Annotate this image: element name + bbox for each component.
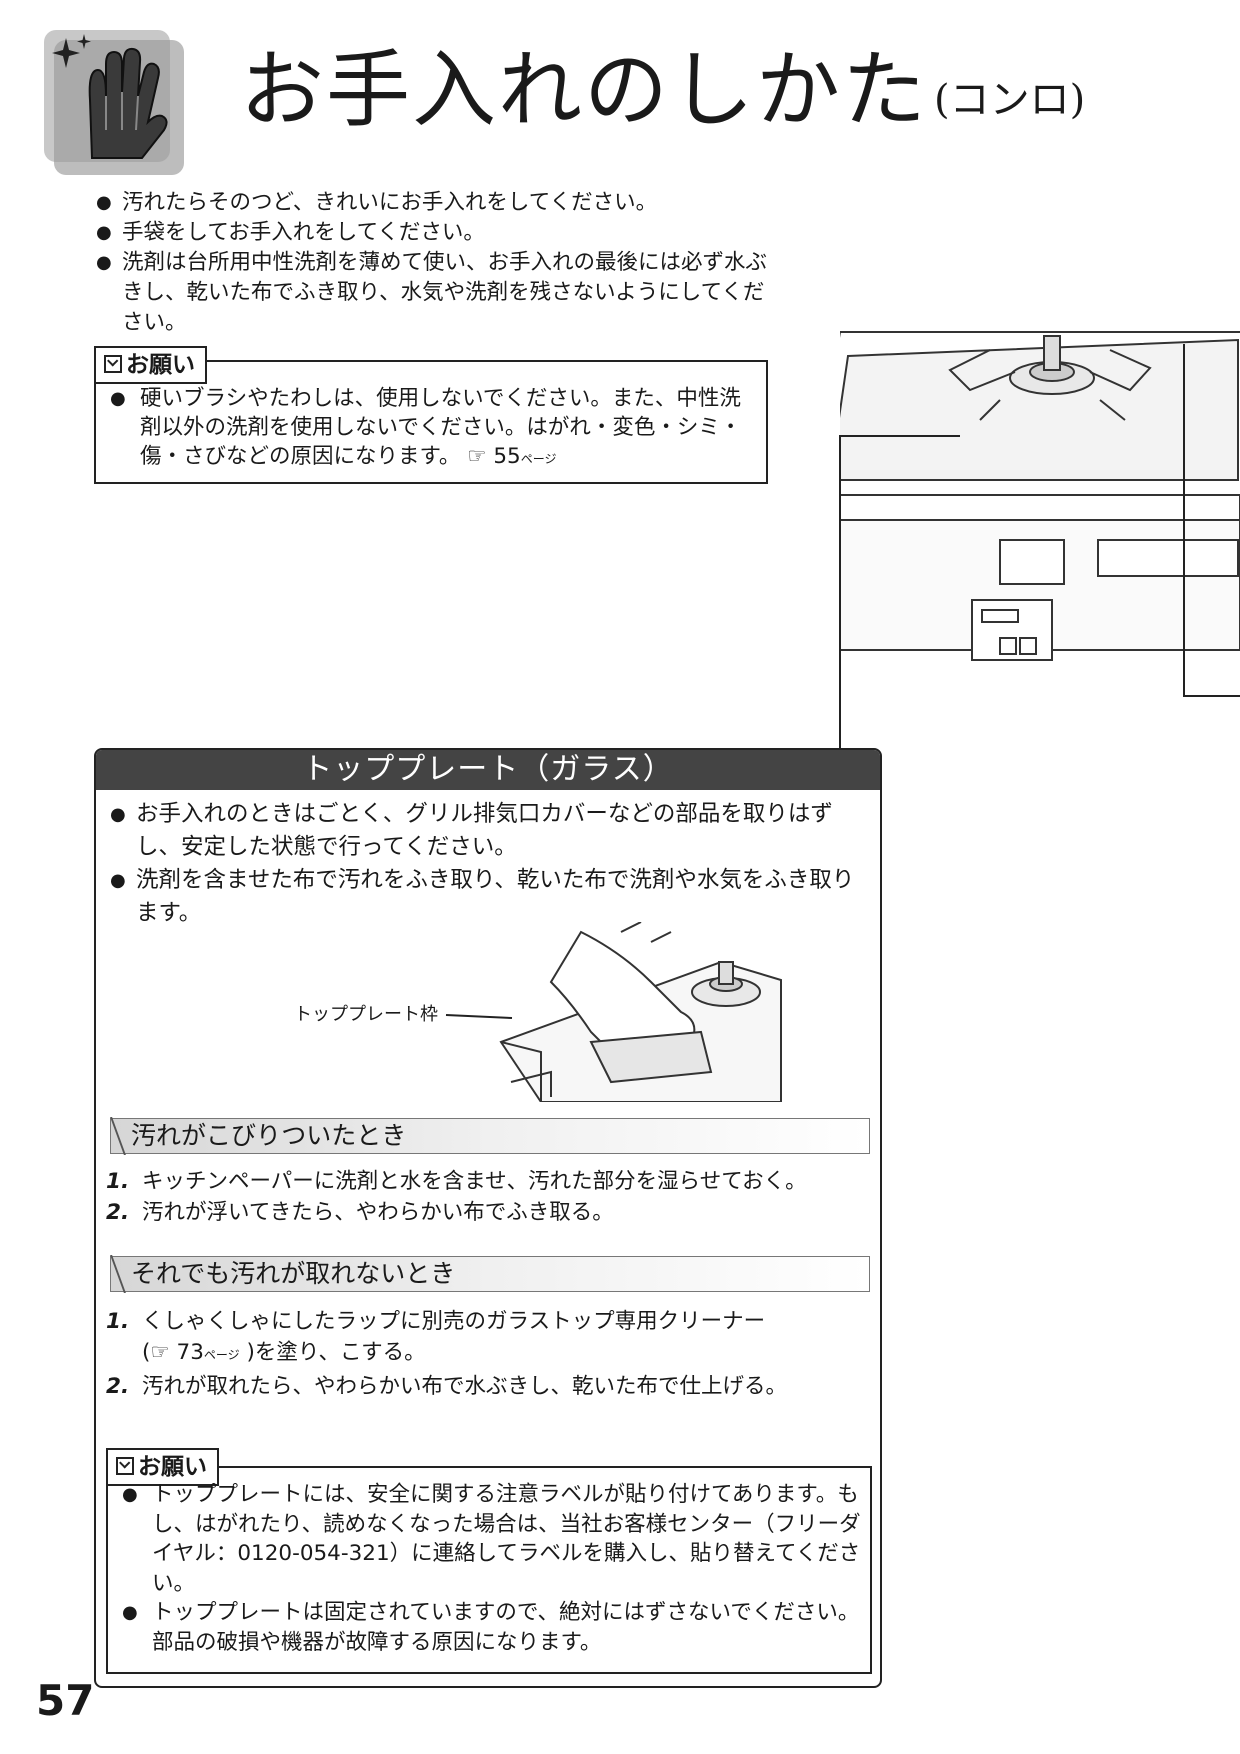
- stove-illustration: [840, 331, 1240, 661]
- page-reference: ☞ 55ページ: [467, 444, 557, 469]
- panel-bullet: お手入れのときはごとく、グリル排気口カバーなどの部品を取りはずし、安定した状態で…: [110, 798, 870, 864]
- request-text: 硬いブラシやたわしは、使用しないでください。また、中性洗剤以外の洗剤を使用しない…: [110, 384, 760, 474]
- intro-bullet: 手袋をしてお手入れをしてください。: [96, 218, 776, 248]
- reference-icon: ☞: [467, 444, 487, 469]
- illustration-leader: [445, 1014, 513, 1019]
- steps-stuck-dirt: 1.キッチンペーパーに洗剤と水を含ませ、汚れた部分を湿らせておく。 2.汚れが浮…: [106, 1166, 876, 1228]
- request-bullet: トッププレートには、安全に関する注意ラベルが貼り付けてあります。もし、はがれたり…: [122, 1480, 866, 1598]
- page-number: 57: [36, 1676, 95, 1725]
- panel-bullet: 洗剤を含ませた布で汚れをふき取り、乾いた布で洗剤や水気をふき取ります。: [110, 864, 870, 930]
- step-item: 2.汚れが取れたら、やわらかい布で水ぶきし、乾いた布で仕上げる。: [106, 1374, 788, 1399]
- check-icon: [104, 355, 122, 373]
- request-bullet: トッププレートは固定されていますので、絶対にはずさないでください。部品の破損や機…: [122, 1598, 866, 1657]
- request-box: [94, 360, 768, 484]
- top-plate-panel: トッププレート（ガラス） お手入れのときはごとく、グリル排気口カバーなどの部品を…: [94, 748, 882, 1688]
- illustration-label: トッププレート枠: [294, 1004, 438, 1025]
- request-label: お願い: [94, 346, 207, 384]
- page-title: お手入れのしかた(コンロ): [240, 41, 1086, 139]
- leader-line: [1183, 344, 1240, 697]
- intro-bullets: 汚れたらそのつど、きれいにお手入れをしてください。 手袋をしてお手入れをしてくだ…: [96, 188, 776, 338]
- step-item: 1.キッチンペーパーに洗剤と水を含ませ、汚れた部分を湿らせておく。: [106, 1169, 807, 1194]
- panel-bullets: お手入れのときはごとく、グリル排気口カバーなどの部品を取りはずし、安定した状態で…: [110, 798, 870, 930]
- section-heading-persistent-dirt: それでも汚れが取れないとき: [110, 1256, 870, 1292]
- care-hand-icon: [44, 30, 184, 175]
- section-heading-stuck-dirt: 汚れがこびりついたとき: [110, 1118, 870, 1154]
- reference-icon: ☞: [150, 1340, 170, 1365]
- request-box: [106, 1466, 872, 1674]
- step-item: 2.汚れが浮いてきたら、やわらかい布でふき取る。: [106, 1200, 614, 1225]
- wiping-hand-illustration: [499, 922, 782, 1102]
- request-text: トッププレートには、安全に関する注意ラベルが貼り付けてあります。もし、はがれたり…: [122, 1480, 866, 1657]
- steps-persistent-dirt: 1.くしゃくしゃにしたラップに別売のガラストップ専用クリーナー(☞ 73ページ …: [106, 1306, 876, 1402]
- leader-line: [839, 435, 960, 750]
- intro-bullet: 汚れたらそのつど、きれいにお手入れをしてください。: [96, 188, 776, 218]
- panel-heading: トッププレート（ガラス）: [96, 750, 880, 790]
- check-icon: [116, 1457, 134, 1475]
- intro-bullet: 洗剤は台所用中性洗剤を薄めて使い、お手入れの最後には必ず水ぶきし、乾いた布でふき…: [96, 248, 776, 338]
- page-subtitle: (コンロ): [934, 77, 1086, 123]
- step-item: 1.くしゃくしゃにしたラップに別売のガラストップ専用クリーナー(☞ 73ページ …: [106, 1309, 766, 1365]
